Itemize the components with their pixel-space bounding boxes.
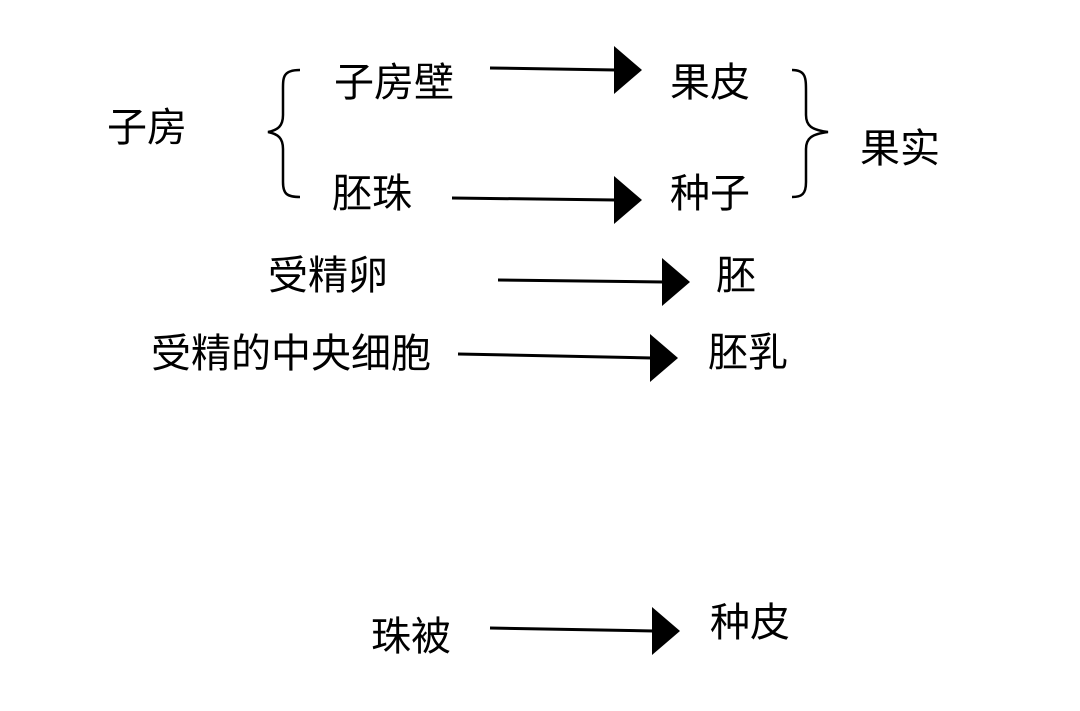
arrow-integument-to-seed-coat — [489, 607, 680, 655]
arrow-central-cell-to-endosperm — [457, 334, 678, 382]
left-brace — [267, 68, 301, 199]
ovule-label: 胚珠 — [332, 171, 412, 217]
endosperm-label: 胚乳 — [708, 330, 788, 376]
fertilized-egg-label: 受精卵 — [268, 253, 388, 299]
embryo-label: 胚 — [716, 253, 756, 299]
seed-coat-label: 种皮 — [710, 600, 790, 646]
right-brace — [791, 68, 829, 199]
ovary-label: 子房 — [107, 105, 187, 151]
pericarp-label: 果皮 — [670, 60, 750, 106]
ovary-wall-label: 子房壁 — [334, 60, 454, 106]
arrow-fertilized-egg-to-embryo — [497, 258, 690, 306]
arrow-ovule-to-seed — [451, 176, 642, 224]
fruit-label: 果实 — [860, 126, 940, 172]
integument-label: 珠被 — [371, 614, 451, 660]
seed-label: 种子 — [670, 171, 750, 217]
arrow-ovary-wall-to-pericarp — [489, 46, 642, 94]
central-cell-label: 受精的中央细胞 — [151, 331, 431, 377]
